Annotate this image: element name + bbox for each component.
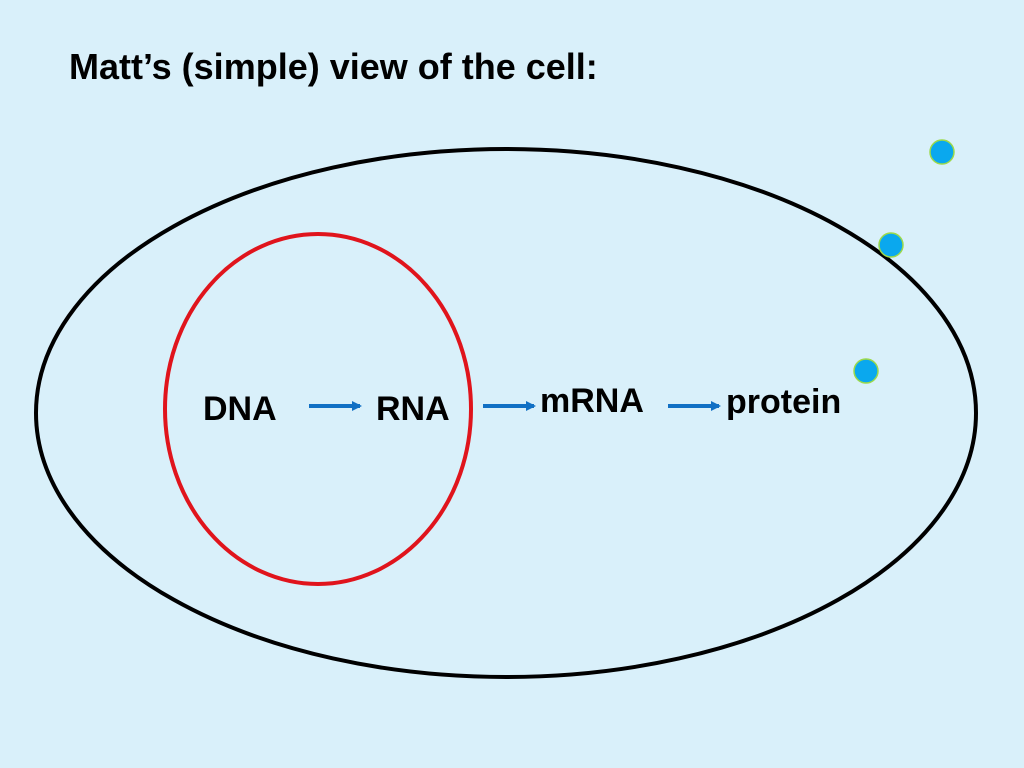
- cell-membrane: [34, 147, 978, 679]
- protein-label: protein: [726, 383, 841, 421]
- protein-dot-2: [878, 232, 904, 258]
- protein-dot-1: [853, 358, 879, 384]
- page-title: Matt’s (simple) view of the cell:: [69, 46, 598, 87]
- dna-label: DNA: [203, 390, 277, 428]
- mrna-label: mRNA: [540, 382, 644, 420]
- nucleus: [163, 232, 473, 586]
- protein-dot-3: [929, 139, 955, 165]
- rna-label: RNA: [376, 390, 450, 428]
